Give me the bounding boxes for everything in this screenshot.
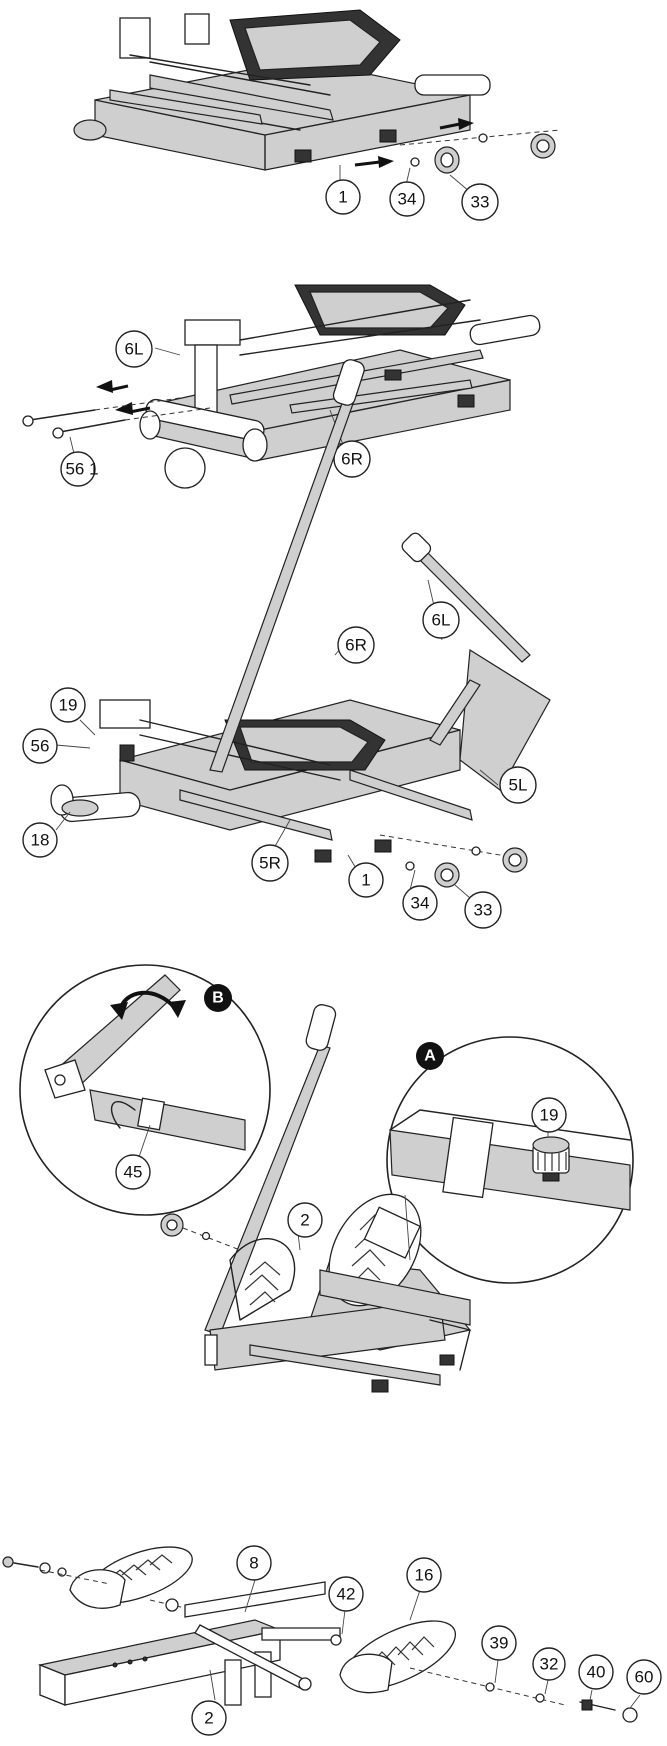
callout-19-step4: 19	[531, 1097, 567, 1133]
knob-step4	[160, 1213, 184, 1237]
svg-text:5R: 5R	[259, 854, 281, 873]
callout-2-step5: 2	[191, 1700, 227, 1736]
svg-text:34: 34	[398, 190, 417, 209]
callout-34-step3: 34	[402, 885, 438, 921]
knob-33	[434, 146, 460, 174]
svg-text:16: 16	[415, 1566, 434, 1585]
svg-text:39: 39	[490, 1634, 509, 1653]
svg-text:40: 40	[587, 1663, 606, 1682]
svg-text:19: 19	[540, 1106, 559, 1125]
callout-6R-step3: 6R	[337, 626, 375, 664]
svg-text:33: 33	[474, 901, 493, 920]
callout-1-step1: 1	[325, 179, 361, 215]
detail-b-inset	[19, 964, 271, 1216]
svg-text:A: A	[424, 1048, 436, 1065]
callout-2-step4: 2	[287, 1202, 323, 1238]
callout-5L-step3: 5L	[499, 766, 537, 804]
step1-drawing	[73, 9, 561, 193]
svg-text:56: 56	[31, 737, 50, 756]
callout-42: 42	[328, 1576, 364, 1612]
svg-text:5L: 5L	[509, 776, 528, 795]
svg-text:42: 42	[337, 1585, 356, 1604]
step4-drawing	[160, 1004, 472, 1393]
svg-text:18: 18	[31, 831, 50, 850]
callout-6L-step2: 6L	[115, 330, 153, 368]
svg-text:2: 2	[204, 1709, 213, 1728]
callout-39: 39	[481, 1625, 517, 1661]
badge-b: B	[204, 984, 232, 1012]
callout-6L-step3: 6L	[422, 601, 460, 639]
svg-text:6L: 6L	[432, 611, 451, 630]
svg-text:2: 2	[300, 1211, 309, 1230]
callout-32: 32	[532, 1647, 566, 1681]
svg-text:45: 45	[124, 1163, 143, 1182]
callout-33-step1: 33	[461, 183, 499, 221]
callout-18-step3: 18	[22, 822, 58, 858]
callout-6R-step2: 6R	[333, 440, 371, 478]
knob-19	[532, 1136, 570, 1182]
svg-text:B: B	[212, 990, 224, 1007]
svg-text:6L: 6L	[125, 340, 144, 359]
svg-text:33: 33	[471, 193, 490, 212]
callout-16: 16	[406, 1557, 442, 1593]
detail-a-inset	[386, 1036, 634, 1284]
callout-60: 60	[626, 1659, 662, 1695]
callout-56-1-step2: 56 1	[60, 451, 99, 487]
callout-56-step3: 56	[22, 728, 58, 764]
svg-text:56 1: 56 1	[65, 460, 98, 479]
badge-a: A	[416, 1042, 444, 1070]
svg-text:1: 1	[338, 188, 347, 207]
svg-text:1: 1	[361, 871, 370, 890]
knob-33-upper	[530, 133, 556, 159]
callout-19-step3: 19	[50, 687, 86, 723]
callout-33-step3: 33	[464, 891, 502, 929]
step3-drawing	[50, 359, 551, 899]
step5-drawing	[2, 1546, 641, 1723]
svg-text:60: 60	[635, 1668, 654, 1687]
callout-45: 45	[115, 1154, 151, 1190]
svg-text:19: 19	[59, 696, 78, 715]
callout-34-step1: 34	[389, 181, 425, 217]
callout-8: 8	[236, 1545, 272, 1581]
knob-33-step3	[502, 847, 528, 873]
svg-text:6R: 6R	[345, 636, 367, 655]
callout-40: 40	[578, 1654, 614, 1690]
svg-text:34: 34	[411, 894, 430, 913]
svg-text:32: 32	[540, 1655, 559, 1674]
svg-text:6R: 6R	[341, 450, 363, 469]
callout-5R-step3: 5R	[251, 844, 289, 882]
step2-drawing	[22, 284, 541, 489]
callout-1-step3: 1	[348, 862, 384, 898]
svg-text:8: 8	[249, 1554, 258, 1573]
